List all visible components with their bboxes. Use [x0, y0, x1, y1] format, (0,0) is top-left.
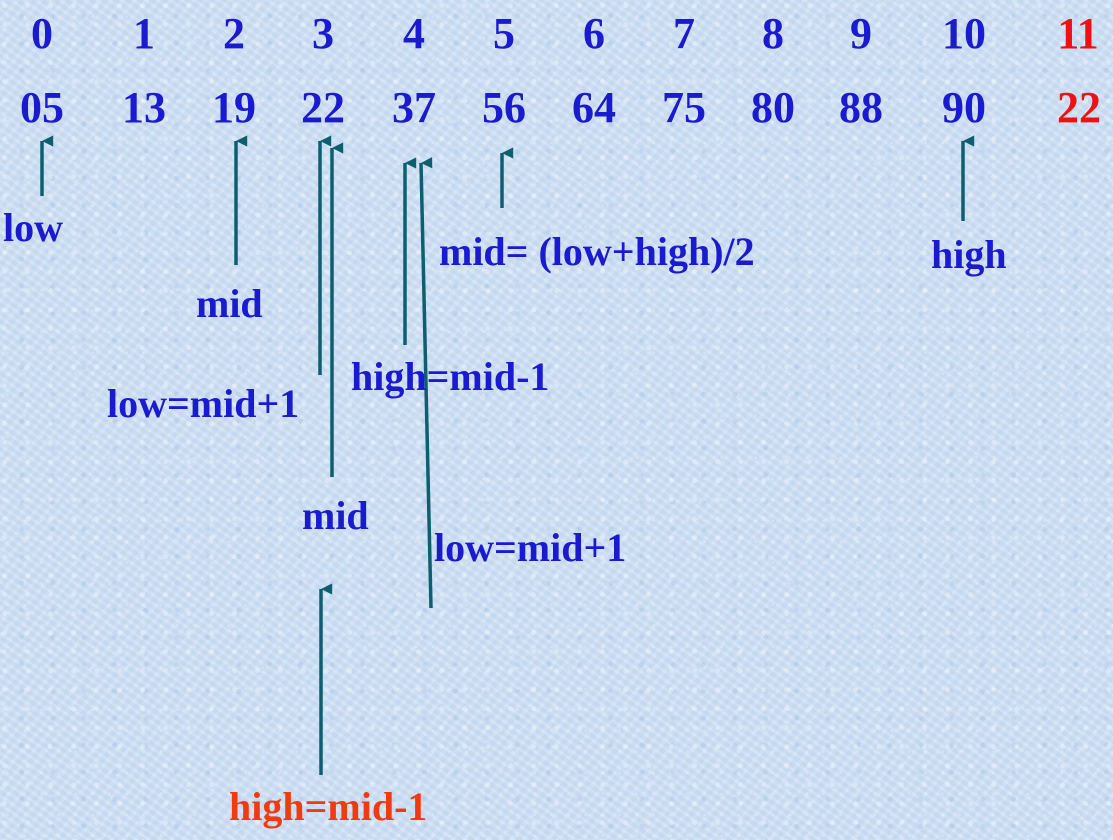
value-5: 56 — [482, 83, 526, 132]
low-label: low — [3, 205, 63, 250]
index-11-sentinel: 11 — [1057, 9, 1099, 58]
index-5: 5 — [493, 9, 515, 58]
mid-second-label: mid — [302, 493, 369, 538]
value-0: 05 — [20, 83, 64, 132]
value-6: 64 — [572, 83, 616, 132]
mid-first-label: mid — [196, 281, 263, 326]
high-update-first-label: high=mid-1 — [351, 354, 550, 399]
index-2: 2 — [223, 9, 245, 58]
mid-formula-label: mid= (low+high)/2 — [439, 229, 755, 274]
index-4: 4 — [403, 9, 425, 58]
index-10: 10 — [942, 9, 986, 58]
index-7: 7 — [673, 9, 695, 58]
value-4: 37 — [392, 83, 436, 132]
high-label: high — [931, 232, 1007, 277]
value-3: 22 — [301, 83, 345, 132]
value-1: 13 — [122, 83, 166, 132]
index-0: 0 — [31, 9, 53, 58]
high-update-second-label: high=mid-1 — [229, 784, 428, 829]
value-9: 88 — [839, 83, 883, 132]
index-3: 3 — [312, 9, 334, 58]
index-1: 1 — [133, 9, 155, 58]
value-7: 75 — [662, 83, 706, 132]
value-11-sentinel: 22 — [1057, 83, 1101, 132]
low-update-first-label: low=mid+1 — [107, 381, 300, 426]
value-2: 19 — [212, 83, 256, 132]
value-10: 90 — [942, 83, 986, 132]
index-9: 9 — [850, 9, 872, 58]
low-update-second-arrow — [419, 157, 433, 609]
index-6: 6 — [583, 9, 605, 58]
index-8: 8 — [762, 9, 784, 58]
value-8: 80 — [751, 83, 795, 132]
low-update-second-label: low=mid+1 — [434, 525, 627, 570]
